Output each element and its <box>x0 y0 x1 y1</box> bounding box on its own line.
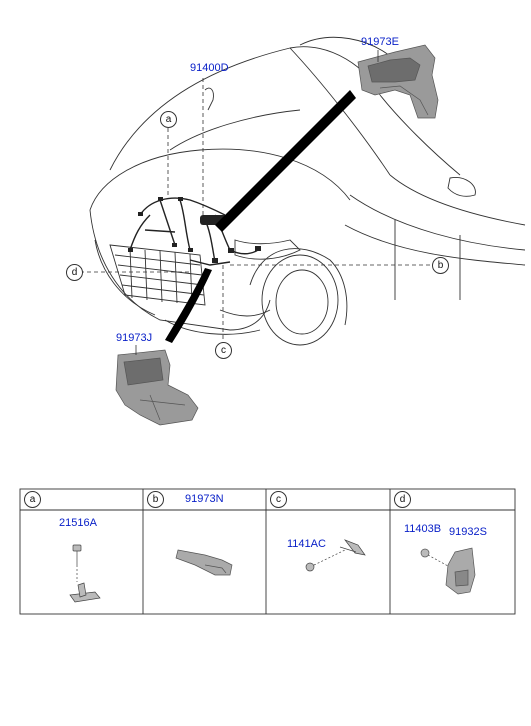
callout-91400D: 91400D <box>190 62 229 74</box>
ref-circle-b: b <box>432 257 449 274</box>
part-label-91932S: 91932S <box>449 526 487 538</box>
table-header-a: a <box>24 491 41 508</box>
ref-circle-a: a <box>160 111 177 128</box>
ref-circle-c: c <box>215 342 232 359</box>
leader-band-top <box>215 90 356 232</box>
table-header-c: c <box>270 491 287 508</box>
callout-91973J: 91973J <box>116 332 153 344</box>
table-header-label-b: 91973N <box>185 493 224 505</box>
leader-band-bottom <box>165 268 212 343</box>
part-91973N-shape <box>175 549 233 576</box>
part-91973J-shape <box>115 349 199 426</box>
table-header-d: d <box>394 491 411 508</box>
callout-91973E: 91973E <box>361 36 399 48</box>
table-header-b: b <box>147 491 164 508</box>
part-label-11403B: 11403B <box>404 523 442 535</box>
part-label-21516A: 21516A <box>59 517 97 529</box>
part-1141AC-shape <box>305 539 366 572</box>
part-21516A-shape <box>69 544 101 603</box>
part-91973E-shape <box>357 44 439 119</box>
ref-circle-d: d <box>66 264 83 281</box>
car-body-outline <box>89 36 526 346</box>
reference-leaders <box>80 78 432 343</box>
part-label-1141AC: 1141AC <box>287 538 326 550</box>
part-11403B-91932S-shape <box>420 547 476 595</box>
solid-leaders <box>135 50 379 355</box>
